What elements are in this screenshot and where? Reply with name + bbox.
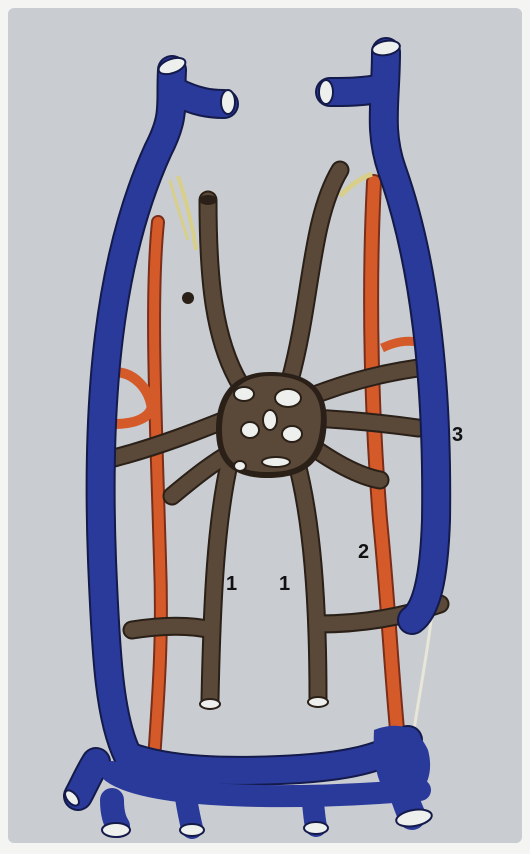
central-plexus: [216, 372, 327, 478]
label-lymph-vessel-right: 1: [279, 574, 290, 594]
label-artery: 2: [358, 542, 369, 562]
label-vein: 3: [452, 425, 463, 445]
label-lymph-vessel-left: 1: [226, 574, 237, 594]
